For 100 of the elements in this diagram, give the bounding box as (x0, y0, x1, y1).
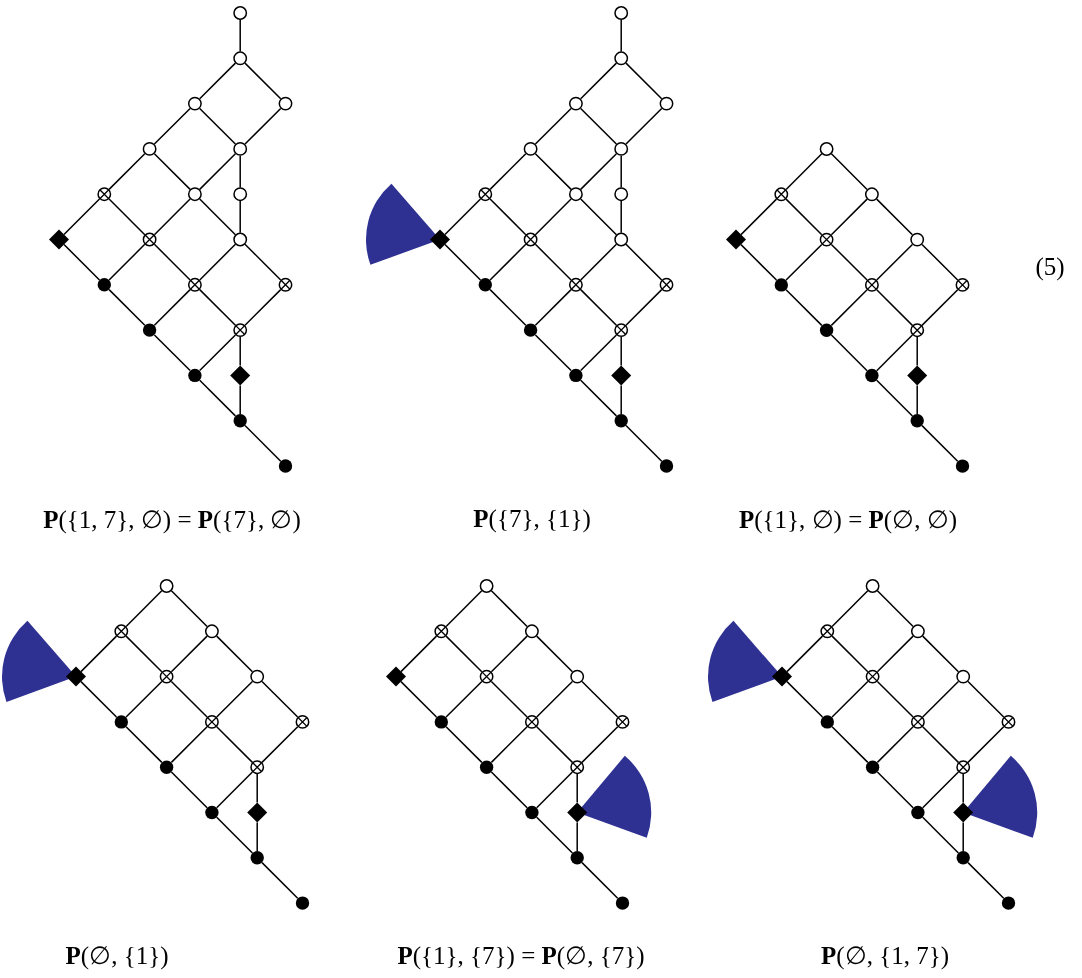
lattice-edge (785, 288, 823, 327)
panel-caption: P({7}, {1}) (473, 505, 591, 533)
lattice-edge (198, 243, 237, 281)
lattice-edge (534, 107, 572, 145)
lattice-edge (876, 635, 914, 673)
lattice-edge (153, 334, 191, 372)
panel-caption: P({1, 7}, ∅) = P({7}, ∅) (43, 504, 301, 534)
lattice-edge (620, 200, 622, 234)
filled-vertex (910, 414, 924, 428)
lattice-edge (579, 198, 618, 236)
filled-vertex (479, 760, 494, 774)
diamond-vertex (247, 802, 268, 823)
lattice-edge (244, 288, 282, 327)
crossed-vertex (233, 323, 248, 338)
lattice-edge (785, 153, 823, 191)
lattice-edge (535, 816, 574, 854)
lattice-edge (215, 680, 254, 718)
lattice-edge (108, 288, 146, 327)
crossed-vertex (278, 277, 293, 292)
lattice-edge (625, 107, 663, 145)
lattice-edge (534, 243, 572, 281)
lattice-edge (215, 635, 254, 673)
lattice-edge (239, 200, 241, 234)
lattice-edge (875, 334, 914, 372)
crossed-vertex (295, 714, 310, 729)
open-vertex (523, 141, 538, 156)
lattice-edge (400, 680, 438, 718)
open-vertex (956, 669, 971, 684)
open-vertex (142, 141, 157, 156)
lattice-edge (244, 107, 282, 145)
open-vertex (865, 579, 880, 593)
equation-number: (5) (1035, 253, 1065, 281)
lattice-edge (108, 152, 146, 191)
filled-vertex (434, 715, 448, 729)
lattice-edge (108, 198, 146, 236)
open-vertex (659, 96, 674, 111)
lattice-edge (125, 725, 163, 764)
lattice-edge (916, 384, 918, 415)
lattice-edge (921, 680, 960, 718)
filled-vertex (114, 715, 128, 729)
lattice-edge (875, 243, 914, 281)
lattice-edge (576, 773, 578, 804)
lattice-edge (489, 152, 527, 191)
lattice-edge (534, 334, 572, 372)
crossed-vertex (479, 669, 494, 684)
lattice-edge (831, 725, 869, 764)
lattice-edge (170, 590, 208, 628)
lattice-edge (215, 771, 254, 809)
lattice-edge (921, 635, 960, 673)
lattice-edge (831, 680, 869, 718)
diamond-vertex (772, 666, 792, 687)
panel-caption: P({1}, {7}) = P(∅, {7}) (397, 940, 645, 970)
crossed-vertex (955, 277, 970, 292)
lattice-edge (170, 680, 208, 718)
lattice-edge (785, 198, 823, 236)
lattice-edge (875, 198, 914, 236)
crossed-vertex (142, 232, 157, 247)
lattice-edge (921, 816, 960, 854)
lattice-edge (239, 384, 241, 415)
crossed-vertex (159, 669, 174, 684)
lattice-edge (535, 725, 574, 764)
open-vertex (479, 579, 494, 593)
open-vertex (187, 96, 202, 111)
lattice-edge (876, 590, 914, 628)
open-vertex (524, 624, 539, 639)
lattice-edge (579, 62, 618, 100)
lattice-edge (581, 861, 619, 900)
open-vertex (233, 141, 248, 156)
lattice-edge (875, 288, 914, 327)
lattice-edge (445, 725, 483, 764)
lattice-edge (967, 680, 1005, 718)
filled-vertex (97, 278, 111, 292)
filled-vertex (525, 805, 539, 820)
lattice-edge (921, 243, 959, 281)
lattice-edge (489, 198, 527, 236)
lattice-edge (125, 590, 163, 628)
crossed-vertex (187, 277, 202, 292)
lattice-edge (875, 379, 914, 417)
filled-vertex (820, 715, 834, 729)
lattice-edge (830, 243, 868, 281)
diamond-vertex (726, 229, 746, 250)
lattice-edge (170, 635, 208, 673)
lattice-edge (535, 680, 574, 718)
filled-vertex (233, 414, 247, 428)
lattice-edge (153, 152, 191, 191)
filled-vertex (159, 760, 174, 774)
filled-vertex (956, 851, 970, 865)
filled-vertex (570, 851, 584, 865)
crossed-vertex (570, 760, 585, 775)
lattice-edge (63, 243, 101, 281)
crossed-vertex (615, 714, 630, 729)
crossed-vertex (523, 232, 538, 247)
crossed-vertex (774, 187, 789, 202)
lattice-edge (579, 288, 618, 327)
filled-vertex (295, 896, 310, 910)
filled-vertex (911, 805, 925, 820)
filled-vertex (614, 414, 628, 428)
crossed-vertex (659, 277, 674, 292)
filled-vertex (865, 368, 879, 383)
filled-vertex (250, 851, 264, 865)
